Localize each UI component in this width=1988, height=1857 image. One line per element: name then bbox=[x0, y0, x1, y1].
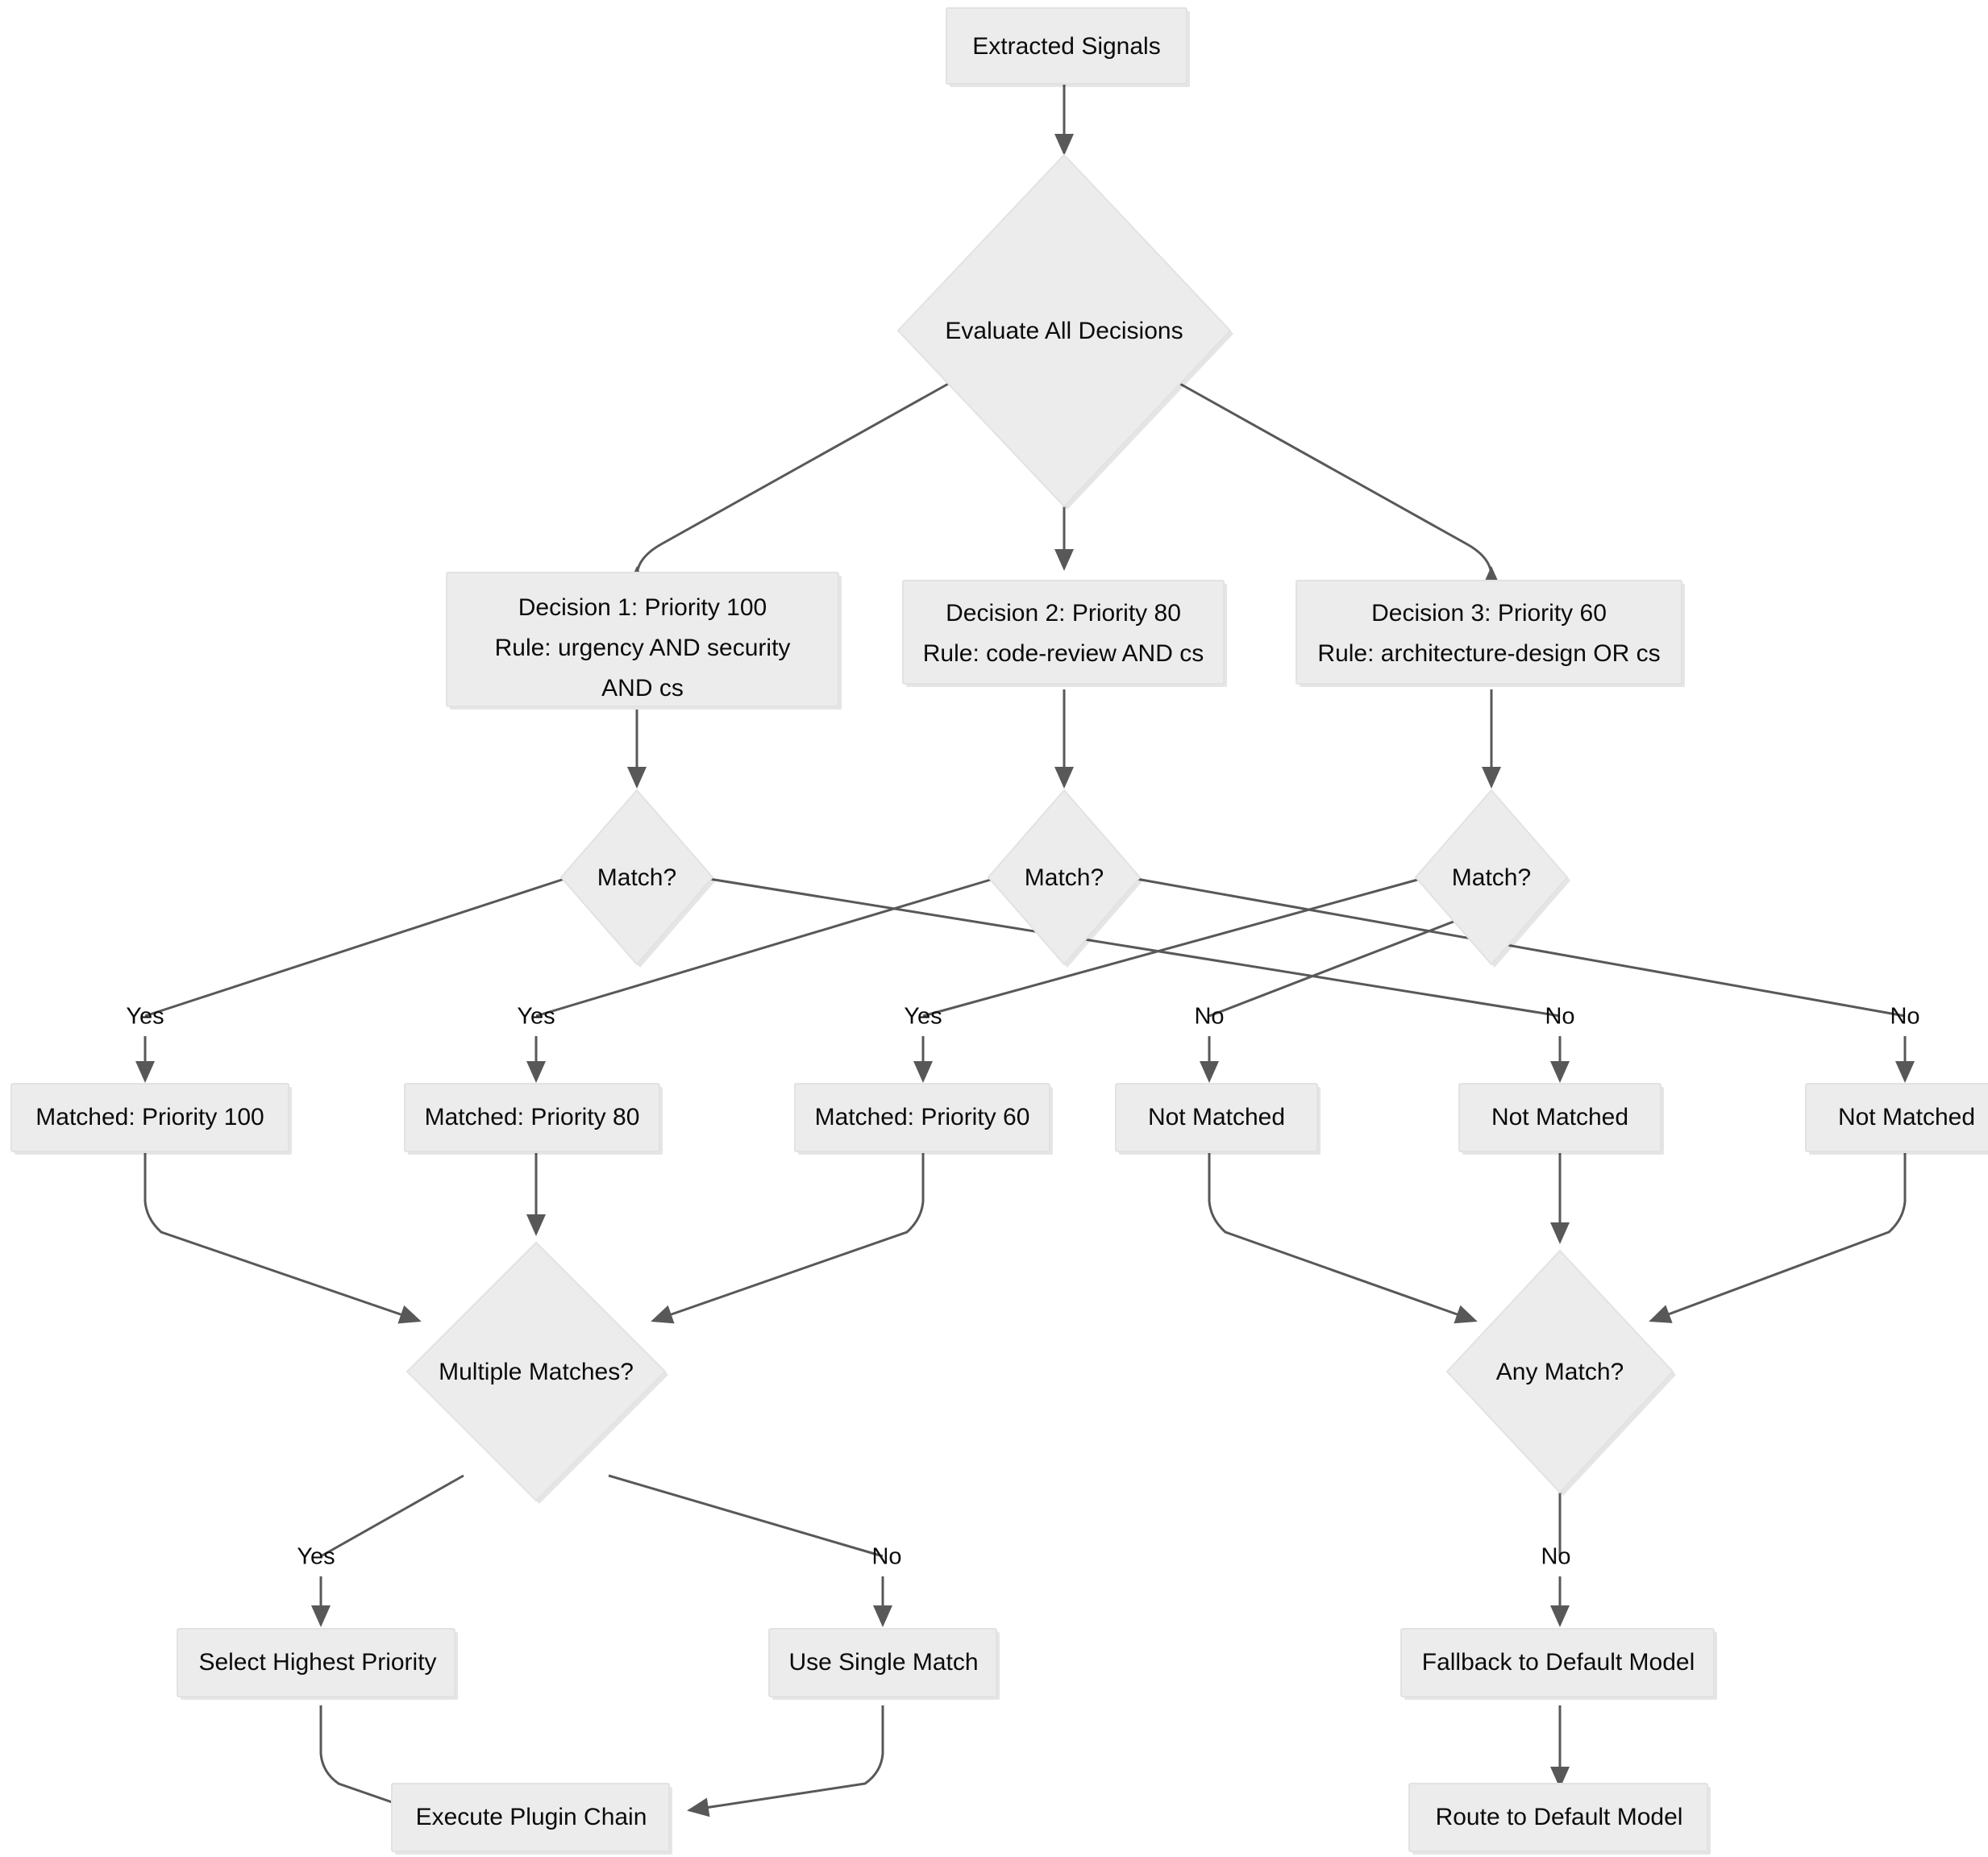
edge-match1-no bbox=[709, 877, 1561, 1018]
node-decision-1[interactable]: Decision 1: Priority 100 Rule: urgency A… bbox=[446, 572, 842, 710]
edge-label-no-3: No bbox=[1890, 1004, 1919, 1030]
node-evaluate-all-decisions[interactable]: Evaluate All Decisions bbox=[896, 153, 1233, 510]
edge-evaluate-to-decision1 bbox=[627, 381, 950, 588]
node-match-1[interactable]: Match? bbox=[559, 789, 716, 968]
node-not-matched-2[interactable]: Not Matched bbox=[1458, 1083, 1664, 1155]
edge-label-yes-2: Yes bbox=[517, 1004, 555, 1030]
use-single-match-label: Use Single Match bbox=[788, 1649, 978, 1676]
evaluate-all-decisions-label: Evaluate All Decisions bbox=[945, 318, 1183, 344]
edge-label-multiple-yes: Yes bbox=[297, 1544, 335, 1570]
decision-2-line-2: Rule: code-review AND cs bbox=[923, 640, 1204, 667]
edge-match2-no bbox=[1136, 877, 1906, 1018]
edge-evaluate-to-decision3 bbox=[1178, 381, 1501, 588]
edge-notmatched3-to-anymatch bbox=[1649, 1153, 1907, 1323]
node-fallback-to-default-model[interactable]: Fallback to Default Model bbox=[1400, 1628, 1717, 1700]
edge-label-no-1: No bbox=[1194, 1004, 1224, 1030]
matched-priority-60-label: Matched: Priority 60 bbox=[815, 1104, 1030, 1130]
edge-matched60-to-multiple bbox=[651, 1153, 925, 1324]
node-extracted-signals[interactable]: Extracted Signals bbox=[946, 7, 1190, 87]
edge-label-yes-3: Yes bbox=[904, 1004, 942, 1030]
any-match-label: Any Match? bbox=[1496, 1359, 1624, 1385]
edge-label-yes-1: Yes bbox=[126, 1004, 164, 1030]
node-decision-2[interactable]: Decision 2: Priority 80 Rule: code-revie… bbox=[902, 580, 1227, 687]
decision-3-line-1: Decision 3: Priority 60 bbox=[1371, 600, 1607, 627]
decision-1-line-3: AND cs bbox=[601, 675, 684, 702]
decision-2-line-1: Decision 2: Priority 80 bbox=[946, 600, 1181, 627]
edge-label-no-2: No bbox=[1545, 1004, 1574, 1030]
match-3-label: Match? bbox=[1452, 864, 1531, 891]
route-to-default-model-label: Route to Default Model bbox=[1436, 1804, 1683, 1830]
node-use-single-match[interactable]: Use Single Match bbox=[768, 1628, 1000, 1700]
edge-select-to-execute bbox=[319, 1705, 418, 1813]
decision-1-line-2: Rule: urgency AND security bbox=[495, 635, 791, 661]
match-2-label: Match? bbox=[1025, 864, 1104, 891]
matched-priority-80-label: Matched: Priority 80 bbox=[425, 1104, 640, 1130]
node-decision-3[interactable]: Decision 3: Priority 60 Rule: architectu… bbox=[1296, 580, 1685, 687]
not-matched-2-label: Not Matched bbox=[1491, 1104, 1628, 1130]
node-not-matched-1[interactable]: Not Matched bbox=[1115, 1083, 1320, 1155]
edge-label-multiple-no: No bbox=[871, 1544, 901, 1570]
node-matched-priority-80[interactable]: Matched: Priority 80 bbox=[404, 1083, 663, 1155]
node-any-match[interactable]: Any Match? bbox=[1445, 1249, 1676, 1496]
node-match-3[interactable]: Match? bbox=[1414, 789, 1570, 968]
fallback-to-default-model-label: Fallback to Default Model bbox=[1422, 1649, 1695, 1676]
node-select-highest-priority[interactable]: Select Highest Priority bbox=[177, 1628, 458, 1700]
matched-priority-100-label: Matched: Priority 100 bbox=[35, 1104, 264, 1130]
edge-multiple-yes bbox=[320, 1474, 464, 1558]
node-match-2[interactable]: Match? bbox=[987, 789, 1143, 968]
node-multiple-matches[interactable]: Multiple Matches? bbox=[406, 1241, 668, 1504]
match-1-label: Match? bbox=[597, 864, 676, 891]
edge-matched100-to-multiple bbox=[143, 1153, 422, 1324]
node-matched-priority-60[interactable]: Matched: Priority 60 bbox=[794, 1083, 1053, 1155]
edge-label-any-no: No bbox=[1541, 1544, 1570, 1570]
edge-notmatched1-to-anymatch bbox=[1208, 1153, 1478, 1324]
not-matched-1-label: Not Matched bbox=[1148, 1104, 1285, 1130]
edge-usesingle-to-execute bbox=[687, 1705, 884, 1817]
edge-match2-yes bbox=[535, 877, 994, 1018]
decision-3-line-2: Rule: architecture-design OR cs bbox=[1317, 640, 1660, 667]
edge-multiple-no bbox=[608, 1474, 884, 1558]
not-matched-3-label: Not Matched bbox=[1838, 1104, 1975, 1130]
node-not-matched-3[interactable]: Not Matched bbox=[1805, 1083, 1988, 1155]
select-highest-priority-label: Select Highest Priority bbox=[198, 1649, 436, 1676]
edge-match1-yes bbox=[144, 877, 565, 1018]
decision-1-line-1: Decision 1: Priority 100 bbox=[518, 594, 767, 621]
edges-layer bbox=[135, 85, 1915, 1817]
edge-match3-yes bbox=[922, 877, 1421, 1018]
node-execute-plugin-chain[interactable]: Execute Plugin Chain bbox=[391, 1783, 672, 1855]
node-matched-priority-100[interactable]: Matched: Priority 100 bbox=[10, 1083, 292, 1155]
node-route-to-default-model[interactable]: Route to Default Model bbox=[1408, 1783, 1711, 1855]
extracted-signals-label: Extracted Signals bbox=[972, 33, 1160, 60]
multiple-matches-label: Multiple Matches? bbox=[439, 1359, 634, 1385]
execute-plugin-chain-label: Execute Plugin Chain bbox=[416, 1804, 647, 1830]
